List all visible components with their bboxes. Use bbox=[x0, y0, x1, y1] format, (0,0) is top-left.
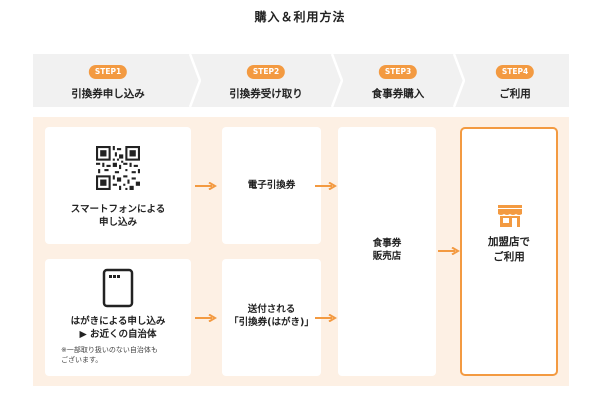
digital-voucher-card: 電子引換券 bbox=[222, 127, 321, 244]
flow-area: スマートフォンによる 申し込み はがきによる申し込み ▶ お近くの自治体 ※一部… bbox=[33, 117, 569, 386]
step-2: STEP2 引換券受け取り bbox=[201, 54, 331, 107]
step-3: STEP3 食事券購入 bbox=[343, 54, 453, 107]
meal-voucher-shop-label: 食事券 販売店 bbox=[338, 237, 436, 263]
participating-store-label: 加盟店で ご利用 bbox=[462, 235, 556, 265]
meal-voucher-shop-line1: 食事券 bbox=[372, 238, 402, 249]
mailed-voucher-line1: 送付される bbox=[247, 304, 296, 315]
postcard-label-line1: はがきによる申し込み bbox=[70, 316, 166, 327]
digital-voucher-label: 電子引換券 bbox=[247, 180, 296, 191]
chevron-right-icon bbox=[331, 54, 343, 107]
postcard-note: ※一部取り扱いのない自治体も ございます。 bbox=[61, 345, 158, 365]
meal-voucher-shop-line2: 販売店 bbox=[372, 251, 402, 262]
qr-code-icon bbox=[96, 146, 140, 190]
step-4: STEP4 ご利用 bbox=[465, 54, 565, 107]
participating-store-line2: ご利用 bbox=[493, 251, 525, 263]
postcard-note-line2: ございます。 bbox=[61, 356, 103, 364]
postcard-icon bbox=[102, 268, 134, 308]
step-1-label: 引換券申し込み bbox=[71, 88, 145, 100]
step-3-badge: STEP3 bbox=[378, 65, 418, 79]
step-1-badge: STEP1 bbox=[88, 65, 128, 79]
mailed-voucher-line2: 「引換券(はがき)」 bbox=[229, 317, 314, 328]
participating-store-card: 加盟店で ご利用 bbox=[460, 127, 558, 376]
chevron-right-icon bbox=[189, 54, 201, 107]
smartphone-label-line1: スマートフォンによる bbox=[70, 204, 166, 215]
smartphone-label: スマートフォンによる 申し込み bbox=[45, 203, 191, 229]
meal-voucher-shop-card: 食事券 販売店 bbox=[338, 127, 436, 376]
step-2-label: 引換券受け取り bbox=[229, 88, 303, 100]
arrow-right-icon bbox=[438, 247, 460, 255]
mailed-voucher-card: 送付される 「引換券(はがき)」 bbox=[222, 259, 321, 376]
step-1: STEP1 引換券申し込み bbox=[33, 54, 183, 107]
step-4-badge: STEP4 bbox=[495, 65, 535, 79]
step-2-badge: STEP2 bbox=[246, 65, 286, 79]
arrow-right-icon bbox=[315, 182, 337, 190]
postcard-application-card: はがきによる申し込み ▶ お近くの自治体 ※一部取り扱いのない自治体も ございま… bbox=[45, 259, 191, 376]
arrow-right-icon bbox=[195, 314, 217, 322]
mailed-voucher-label: 送付される 「引換券(はがき)」 bbox=[222, 303, 321, 329]
page-title: 購入＆利用方法 bbox=[254, 10, 346, 24]
participating-store-line1: 加盟店で bbox=[488, 236, 530, 248]
storefront-icon bbox=[498, 205, 522, 227]
steps-bar: STEP1 引換券申し込み STEP2 引換券受け取り STEP3 食事券購入 … bbox=[33, 54, 569, 107]
arrow-right-icon bbox=[315, 314, 337, 322]
arrow-right-icon bbox=[195, 182, 217, 190]
smartphone-label-line2: 申し込み bbox=[98, 217, 137, 228]
postcard-label-line2: ▶ お近くの自治体 bbox=[79, 329, 157, 340]
postcard-note-line1: ※一部取り扱いのない自治体も bbox=[61, 346, 158, 354]
smartphone-application-card: スマートフォンによる 申し込み bbox=[45, 127, 191, 244]
step-4-label: ご利用 bbox=[499, 88, 531, 100]
chevron-right-icon bbox=[453, 54, 465, 107]
postcard-label: はがきによる申し込み ▶ お近くの自治体 bbox=[45, 315, 191, 341]
step-3-label: 食事券購入 bbox=[371, 88, 425, 100]
